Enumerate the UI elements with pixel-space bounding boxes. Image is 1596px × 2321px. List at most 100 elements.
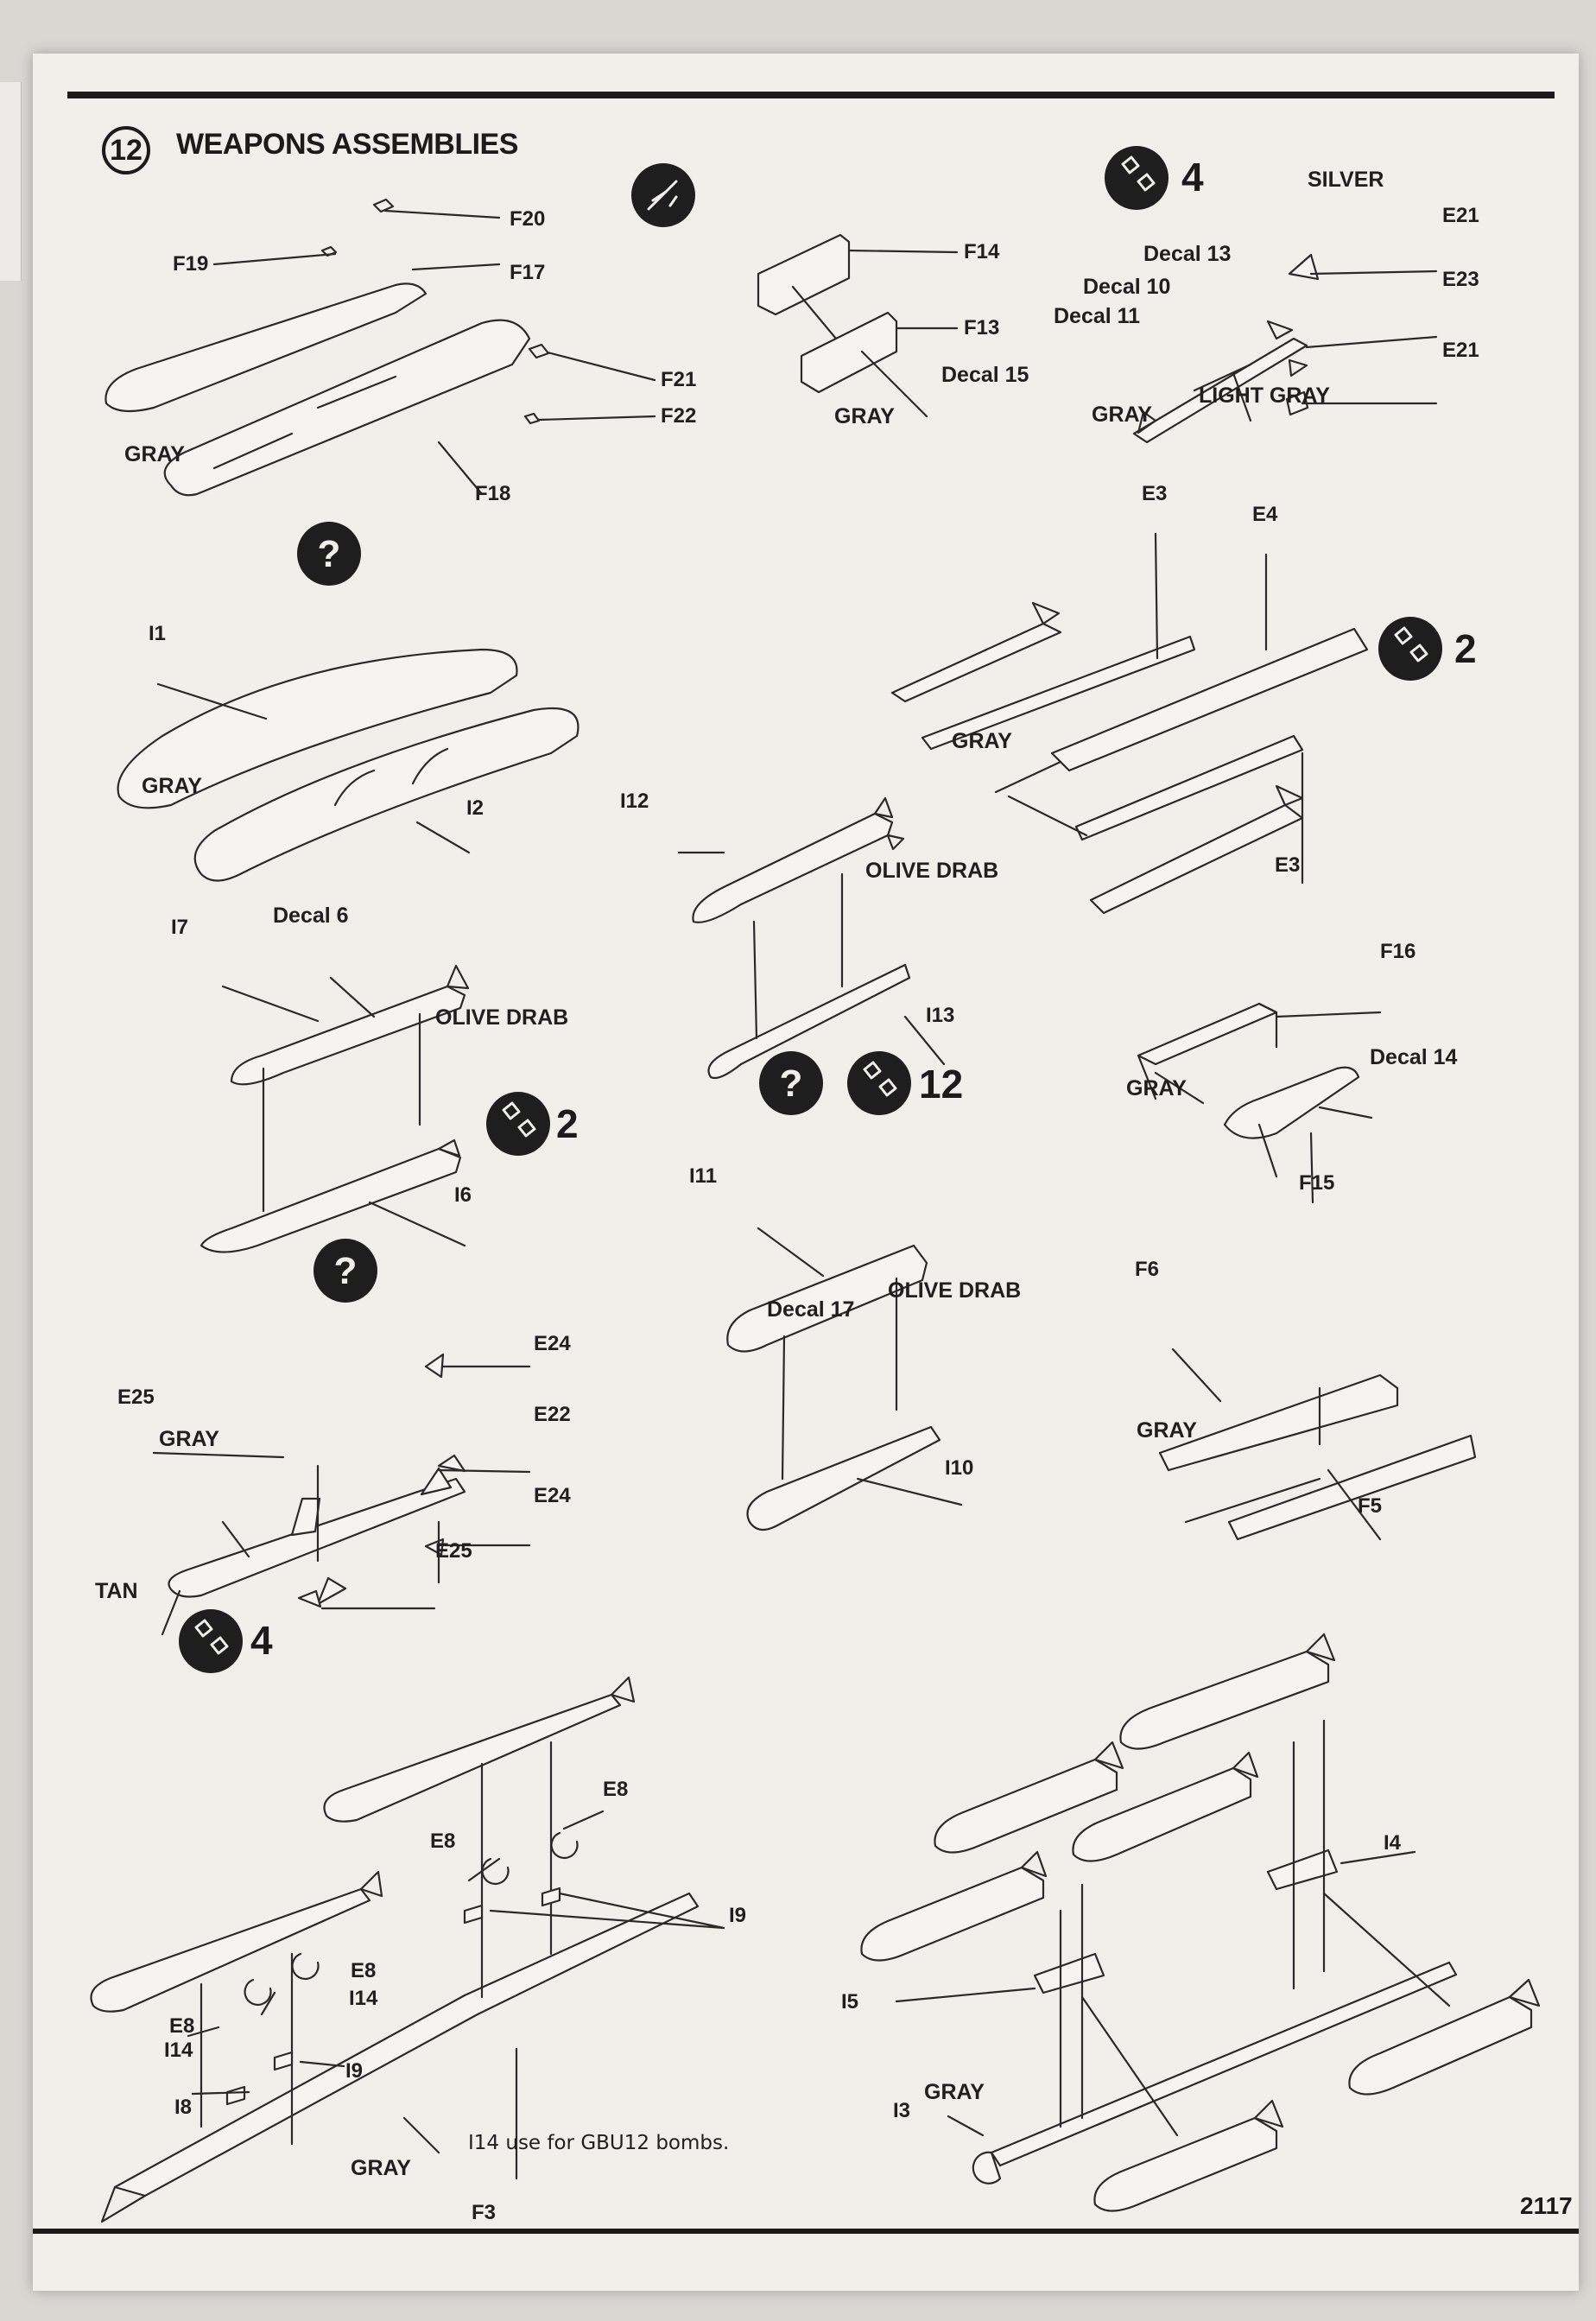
part-label: I2 <box>466 796 484 820</box>
decal-label: Decal 6 <box>273 904 349 928</box>
drop-tank-halves <box>117 648 580 882</box>
color-label: GRAY <box>1092 403 1152 427</box>
color-label: GRAY <box>834 404 895 428</box>
svg-text:?: ? <box>780 1062 803 1105</box>
step-number: 12 <box>102 126 150 174</box>
color-label: OLIVE DRAB <box>865 859 999 883</box>
part-label: E24 <box>534 1332 571 1355</box>
part-label: F17 <box>510 261 546 284</box>
part-label: E4 <box>1252 503 1278 526</box>
page-title: WEAPONS ASSEMBLIES <box>176 128 518 161</box>
question-option-icon: ? <box>759 1051 823 1115</box>
color-label: LIGHT GRAY <box>1199 384 1330 408</box>
part-label: F15 <box>1299 1171 1335 1195</box>
part-label: I12 <box>620 790 649 813</box>
decal-label: Decal 17 <box>767 1297 855 1322</box>
color-label: OLIVE DRAB <box>435 1005 569 1030</box>
part-label: F14 <box>964 240 1000 263</box>
instruction-sheet: 12 WEAPONS ASSEMBLIES 2117 ? ? <box>33 54 1579 2291</box>
assembly-diagrams: ? ? ? <box>90 146 1541 2223</box>
gbu-note: I14 use for GBU12 bombs. <box>468 2132 730 2154</box>
decal-label: Decal 11 <box>1054 304 1141 328</box>
make-copies-icon <box>1105 146 1168 210</box>
underlying-sheet-edge <box>0 82 22 281</box>
decal-label: Decal 10 <box>1083 275 1171 299</box>
sidewinder-missile <box>1132 253 1438 444</box>
rack-f6-assembly <box>1158 1348 1477 1541</box>
part-label: E21 <box>1442 204 1479 227</box>
part-label: E3 <box>1275 853 1301 877</box>
part-label: F5 <box>1358 1494 1383 1518</box>
part-label: I11 <box>689 1164 718 1188</box>
question-option-icon: ? <box>297 522 361 586</box>
quantity-count: 2 <box>1454 626 1477 671</box>
color-label: GRAY <box>924 2080 985 2104</box>
make-copies-icon <box>179 1609 243 1673</box>
part-label: I5 <box>841 1990 859 2013</box>
part-label: I14 <box>164 2039 193 2062</box>
bottom-rule <box>33 2229 1579 2234</box>
make-copies-icon <box>486 1092 550 1156</box>
missile-rail-assembly <box>890 532 1369 915</box>
quantity-count: 12 <box>919 1062 964 1107</box>
color-label: GRAY <box>124 442 185 466</box>
part-label: E8 <box>169 2014 195 2038</box>
decal-label: Decal 13 <box>1143 242 1232 266</box>
part-label: I1 <box>149 622 167 645</box>
part-label: E23 <box>1442 268 1479 291</box>
color-label: TAN <box>95 1579 138 1603</box>
quantity-count: 4 <box>1181 155 1204 200</box>
pod-i11-assembly <box>726 1227 963 1531</box>
part-label: I13 <box>926 1004 955 1027</box>
part-label: E24 <box>534 1484 571 1507</box>
pylon-assembly <box>757 233 959 418</box>
part-label: F21 <box>661 368 697 391</box>
part-label: E8 <box>430 1830 456 1853</box>
part-label: I14 <box>349 1987 378 2010</box>
part-label: E22 <box>534 1403 571 1426</box>
glue-icon <box>631 163 695 227</box>
part-label: E3 <box>1142 482 1168 505</box>
page-number: 2117 <box>1520 2192 1573 2219</box>
color-label: OLIVE DRAB <box>888 1278 1022 1303</box>
color-label: GRAY <box>952 729 1012 753</box>
amraam-rail-assembly <box>90 1676 725 2223</box>
make-copies-icon <box>1378 617 1442 681</box>
fuel-tank-assembly <box>104 198 656 497</box>
svg-text:?: ? <box>334 1250 358 1292</box>
svg-text:?: ? <box>318 533 341 575</box>
quantity-count: 4 <box>250 1618 273 1663</box>
part-label: I4 <box>1384 1831 1402 1855</box>
color-label: SILVER <box>1308 168 1384 192</box>
part-label: I7 <box>171 916 189 939</box>
color-label: GRAY <box>1137 1418 1197 1443</box>
part-label: I3 <box>893 2099 911 2122</box>
part-label: F22 <box>661 404 697 428</box>
color-label: GRAY <box>142 774 202 798</box>
bomb-rack-assembly <box>860 1633 1541 2212</box>
color-label: GRAY <box>159 1427 219 1451</box>
part-label: F13 <box>964 316 1000 339</box>
color-label: GRAY <box>1126 1076 1187 1100</box>
part-label: I9 <box>729 1904 747 1927</box>
part-label: E21 <box>1442 339 1479 362</box>
part-label: F3 <box>472 2201 497 2224</box>
decal-label: Decal 14 <box>1370 1045 1458 1069</box>
part-label: I10 <box>945 1456 974 1480</box>
top-rule <box>67 92 1555 98</box>
decal-label: Decal 15 <box>941 363 1029 387</box>
part-label: E25 <box>435 1539 472 1563</box>
part-label: E8 <box>603 1778 629 1801</box>
part-label: I6 <box>454 1183 472 1207</box>
pod-f16-assembly <box>1137 1002 1382 1204</box>
part-label: F6 <box>1135 1258 1160 1281</box>
make-copies-icon <box>847 1051 911 1115</box>
question-option-icon: ? <box>314 1239 377 1303</box>
bomb-i7-assembly <box>200 964 470 1253</box>
part-label: I9 <box>345 2059 364 2083</box>
quantity-count: 2 <box>556 1101 579 1146</box>
part-label: F16 <box>1380 940 1416 963</box>
part-label: F20 <box>510 207 546 231</box>
part-label: I8 <box>174 2096 193 2119</box>
bomb-i12-assembly <box>677 796 946 1080</box>
